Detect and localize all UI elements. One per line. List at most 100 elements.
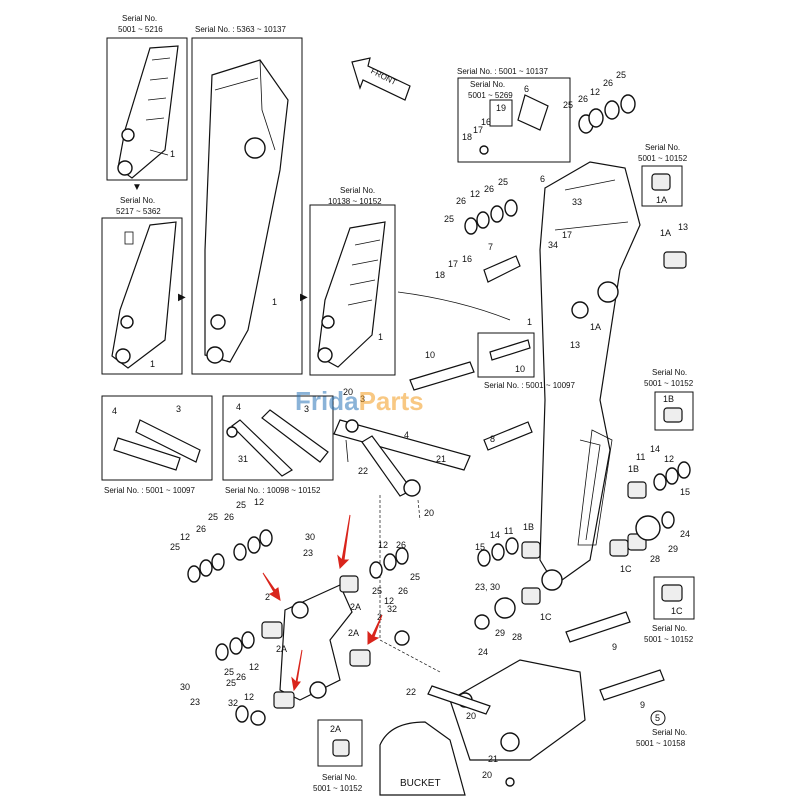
arrow-down: ▼ — [132, 182, 142, 193]
ring-stack-1b: 1B 11 14 12 15 — [627, 444, 691, 499]
variant-box-1: Serial No. 5001 ~ 5216 1 — [106, 14, 188, 181]
svg-text:Serial No.: Serial No. — [645, 143, 680, 152]
svg-text:25: 25 — [372, 586, 382, 596]
front-arrow: FRONT — [351, 57, 411, 101]
svg-text:33: 33 — [572, 197, 582, 207]
svg-text:24: 24 — [478, 647, 488, 657]
svg-text:5001 ~ 10152: 5001 ~ 10152 — [644, 635, 694, 644]
svg-text:Serial No.: Serial No. — [652, 624, 687, 633]
arm-main: 1 6 33 17 34 1A 13 — [527, 161, 641, 591]
svg-text:1B: 1B — [523, 522, 534, 532]
svg-text:2A: 2A — [350, 602, 361, 612]
ring-stack-bucket-right: 12 26 25 25 12 26 32 — [369, 540, 420, 646]
svg-text:2: 2 — [265, 592, 270, 602]
svg-text:5001 ~ 5216: 5001 ~ 5216 — [118, 25, 163, 34]
svg-text:5001 ~ 10152: 5001 ~ 10152 — [638, 154, 688, 163]
svg-text:26: 26 — [484, 184, 494, 194]
svg-text:2A: 2A — [276, 644, 287, 654]
bucket-link: 2 2A 2A 2A 2 — [261, 575, 382, 709]
svg-text:23: 23 — [303, 548, 313, 558]
svg-text:5001 ~ 10152: 5001 ~ 10152 — [644, 379, 694, 388]
svg-text:6: 6 — [524, 84, 529, 94]
svg-text:25: 25 — [616, 70, 626, 80]
svg-text:1: 1 — [272, 297, 277, 307]
svg-text:17: 17 — [473, 125, 483, 135]
ring-stack-lower-mid: 15 14 11 1B 23, 30 1C 28 29 24 — [474, 522, 552, 657]
svg-text:10138 ~ 10152: 10138 ~ 10152 — [328, 197, 382, 206]
svg-text:24: 24 — [680, 529, 690, 539]
svg-text:26: 26 — [456, 196, 466, 206]
svg-text:28: 28 — [650, 554, 660, 564]
svg-text:2A: 2A — [348, 628, 359, 638]
bucket: BUCKET 22 20 21 20 — [379, 659, 586, 796]
svg-text:1A: 1A — [656, 195, 667, 205]
svg-text:20: 20 — [424, 508, 434, 518]
svg-text:25: 25 — [498, 177, 508, 187]
svg-text:19: 19 — [496, 103, 506, 113]
svg-text:5001 ~ 5269: 5001 ~ 5269 — [468, 91, 513, 100]
svg-text:25: 25 — [224, 667, 234, 677]
svg-text:20: 20 — [343, 387, 353, 397]
svg-text:2: 2 — [377, 612, 382, 622]
svg-text:25: 25 — [410, 572, 420, 582]
svg-text:3: 3 — [360, 394, 365, 404]
svg-text:4: 4 — [112, 406, 117, 416]
svg-text:11: 11 — [636, 452, 645, 462]
svg-text:3: 3 — [304, 404, 309, 414]
svg-text:21: 21 — [488, 754, 498, 764]
svg-text:18: 18 — [435, 270, 445, 280]
svg-text:9: 9 — [612, 642, 617, 652]
svg-text:Serial No. : 5001 ~ 10137: Serial No. : 5001 ~ 10137 — [457, 67, 549, 76]
svg-text:22: 22 — [406, 687, 416, 697]
svg-text:BUCKET: BUCKET — [400, 778, 441, 789]
svg-text:5001 ~ 10158: 5001 ~ 10158 — [636, 739, 686, 748]
svg-text:Serial No.: Serial No. — [120, 196, 155, 205]
pin-7-group: 25 26 12 26 25 7 18 17 16 — [435, 177, 521, 283]
svg-text:12: 12 — [384, 596, 394, 606]
svg-text:12: 12 — [664, 454, 674, 464]
svg-text:2A: 2A — [330, 724, 341, 734]
svg-text:22: 22 — [358, 466, 368, 476]
link-box-2: Serial No. : 10098 ~ 10152 4 3 31 — [222, 395, 334, 495]
svg-text:5217 ~ 5362: 5217 ~ 5362 — [116, 207, 161, 216]
svg-text:12: 12 — [254, 497, 264, 507]
ring-stack-top: 25 26 12 26 25 — [563, 70, 636, 134]
svg-text:Serial No.: Serial No. — [122, 14, 157, 23]
arrow-right-1: ▶ — [178, 292, 186, 303]
svg-text:26: 26 — [578, 94, 588, 104]
svg-text:Serial No. : 5001 ~ 10097: Serial No. : 5001 ~ 10097 — [104, 486, 196, 495]
svg-text:13: 13 — [570, 340, 580, 350]
svg-text:26: 26 — [196, 524, 206, 534]
svg-text:14: 14 — [490, 530, 500, 540]
svg-text:6: 6 — [540, 174, 545, 184]
svg-text:1B: 1B — [663, 394, 674, 404]
svg-text:14: 14 — [650, 444, 660, 454]
svg-text:5: 5 — [655, 713, 660, 723]
svg-text:1C: 1C — [671, 606, 683, 616]
ring-stack-bucket-lower: 25 26 12 25 30 23 12 32 — [180, 631, 266, 726]
svg-text:1: 1 — [150, 359, 155, 369]
pin-10-box: 10 Serial No. : 5001 ~ 10097 10 8 — [409, 332, 576, 451]
svg-text:23, 30: 23, 30 — [475, 582, 500, 592]
svg-text:Serial No.: Serial No. — [652, 728, 687, 737]
pins-9: 9 9 5 Serial No. 5001 ~ 10158 — [565, 611, 687, 748]
ring-stack-lower-left: 25 12 26 25 26 25 12 30 23 — [170, 497, 315, 583]
svg-text:Serial No.: Serial No. — [340, 186, 375, 195]
bushing-2a-box: 2A Serial No. 5001 ~ 10152 — [313, 719, 363, 793]
svg-text:1C: 1C — [620, 564, 632, 574]
svg-text:1A: 1A — [590, 322, 601, 332]
svg-text:Serial No.: Serial No. — [652, 368, 687, 377]
bushing-1a-box: Serial No. 5001 ~ 10152 1A — [638, 143, 688, 207]
dash-leader-2 — [417, 499, 421, 521]
ring-stack-1c: 1C 28 29 24 — [609, 511, 690, 574]
svg-text:3: 3 — [176, 404, 181, 414]
svg-text:Serial No. : 5363 ~ 10137: Serial No. : 5363 ~ 10137 — [195, 25, 287, 34]
svg-text:21: 21 — [436, 454, 446, 464]
svg-text:28: 28 — [512, 632, 522, 642]
svg-text:15: 15 — [680, 487, 690, 497]
svg-text:12: 12 — [378, 540, 388, 550]
svg-text:30: 30 — [180, 682, 190, 692]
svg-text:20: 20 — [482, 770, 492, 780]
svg-text:1C: 1C — [540, 612, 552, 622]
svg-text:5001 ~ 10152: 5001 ~ 10152 — [313, 784, 363, 793]
